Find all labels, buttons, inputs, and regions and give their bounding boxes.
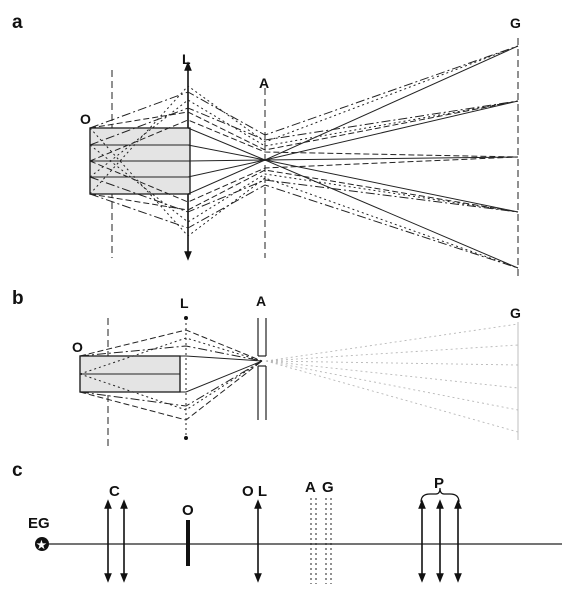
panel-a-rays (89, 45, 519, 269)
panel-b-lens-label: L (180, 295, 189, 311)
panel-c-source-label: EG (28, 515, 50, 532)
panel-c-projector-brace (420, 487, 460, 503)
panel-c-object-label: O (182, 502, 194, 519)
panel-c-label: c (12, 460, 23, 481)
panel-b-aperture-label: A (256, 293, 266, 309)
panel-b-aperture (257, 318, 267, 420)
panel-c: c ★ EG C O O L A G P (12, 460, 562, 584)
svg-text:★: ★ (37, 540, 47, 552)
panel-c-image-label: G (322, 479, 334, 496)
panel-c-condenser-label: C (109, 483, 120, 500)
panel-b-object-label: O (72, 339, 83, 355)
panel-c-aperture-label: A (305, 479, 316, 496)
panel-a-lens-label: L (182, 51, 191, 67)
panel-b-rays (79, 323, 519, 433)
panel-c-objective-label: O L (242, 483, 267, 500)
panel-b-image-label: G (510, 305, 521, 321)
source-star-icon: ★ (35, 537, 49, 552)
panel-a-image-label: G (510, 15, 521, 31)
panel-a: a (12, 12, 521, 278)
panel-a-label: a (12, 12, 23, 33)
panel-a-object-label: O (80, 111, 91, 127)
panel-b-label: b (12, 288, 24, 309)
panel-b: b (12, 288, 521, 446)
panel-a-aperture-label: A (259, 75, 269, 91)
panel-c-projector-label: P (434, 475, 444, 492)
